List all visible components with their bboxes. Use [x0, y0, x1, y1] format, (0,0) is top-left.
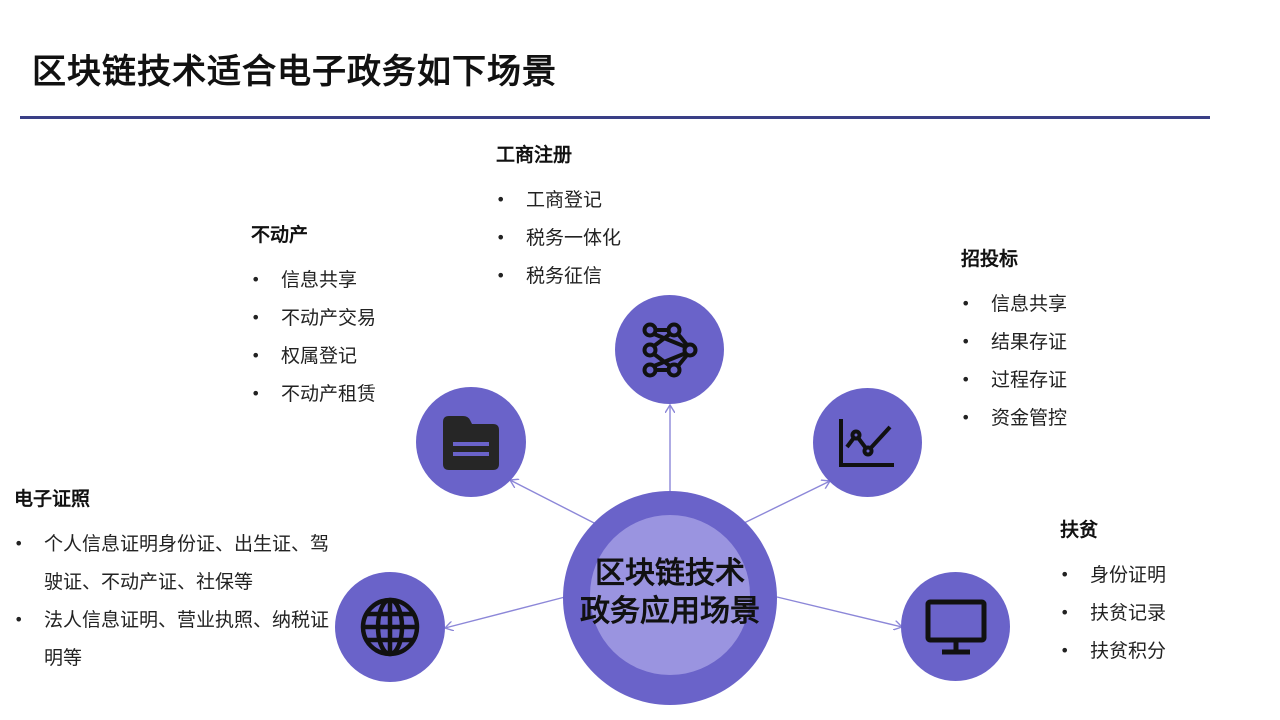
globe-icon	[335, 572, 445, 682]
line-chart-icon	[813, 388, 922, 497]
list-item: 不动产交易	[251, 299, 471, 337]
list-item: 税务征信	[496, 257, 716, 295]
connector-upper-left	[510, 480, 601, 527]
center-label: 区块链技术 政务应用场景	[563, 555, 777, 631]
group-title: 扶贫	[1060, 519, 1099, 541]
list-item: 工商登记	[496, 181, 716, 219]
list-item: 身份证明	[1060, 556, 1260, 594]
list-item: 扶贫积分	[1060, 632, 1260, 670]
group-fupin: 扶贫 身份证明 扶贫记录 扶贫积分	[1060, 515, 1260, 670]
list-item: 资金管控	[961, 399, 1181, 437]
connector-lower-left	[445, 596, 566, 628]
page-title: 区块链技术适合电子政务如下场景	[32, 52, 557, 92]
list-item: 权属登记	[251, 337, 471, 375]
group-zhaotoubiao: 招投标 信息共享 结果存证 过程存证 资金管控	[961, 244, 1181, 437]
group-title: 电子证照	[14, 488, 91, 510]
list-item: 信息共享	[961, 285, 1181, 323]
item-list: 信息共享 结果存证 过程存证 资金管控	[961, 285, 1181, 437]
list-item: 信息共享	[251, 261, 471, 299]
list-item: 过程存证	[961, 361, 1181, 399]
group-dianzizhengzhao: 电子证照 个人信息证明身份证、出生证、驾驶证、不动产证、社保等 法人信息证明、营…	[14, 484, 334, 677]
folder-icon	[416, 387, 526, 497]
network-graph-icon	[615, 295, 724, 404]
list-item: 结果存证	[961, 323, 1181, 361]
group-gongshang: 工商注册 工商登记 税务一体化 税务征信	[496, 140, 716, 295]
center-label-line1: 区块链技术	[595, 556, 745, 591]
monitor-icon	[901, 572, 1010, 681]
connector-lower-right	[776, 596, 902, 627]
group-budongchan: 不动产 信息共享 不动产交易 权属登记 不动产租赁	[251, 220, 471, 413]
group-title: 招投标	[961, 248, 1019, 270]
list-item: 个人信息证明身份证、出生证、驾驶证、不动产证、社保等	[14, 525, 334, 601]
list-item: 法人信息证明、营业执照、纳税证明等	[14, 601, 334, 677]
list-item: 税务一体化	[496, 219, 716, 257]
item-list: 工商登记 税务一体化 税务征信	[496, 181, 716, 295]
list-item: 不动产租赁	[251, 375, 471, 413]
center-label-line2: 政务应用场景	[580, 594, 760, 629]
title-divider	[20, 116, 1210, 119]
group-title: 工商注册	[496, 144, 573, 166]
group-title: 不动产	[251, 224, 309, 246]
item-list: 身份证明 扶贫记录 扶贫积分	[1060, 556, 1260, 670]
list-item: 扶贫记录	[1060, 594, 1260, 632]
item-list: 信息共享 不动产交易 权属登记 不动产租赁	[251, 261, 471, 413]
item-list: 个人信息证明身份证、出生证、驾驶证、不动产证、社保等 法人信息证明、营业执照、纳…	[14, 525, 334, 677]
center-node-inner	[590, 515, 750, 675]
connector-upper-right	[741, 481, 830, 525]
